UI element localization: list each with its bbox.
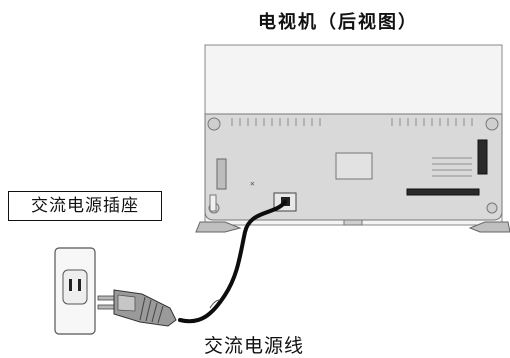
power-cord-icon — [178, 200, 287, 324]
socket-label: 交流电源插座 — [8, 191, 162, 221]
tv-back-icon: ✕ — [195, 44, 510, 233]
power-plug-icon — [97, 289, 177, 327]
wall-outlet-icon — [54, 247, 96, 335]
tv-title: 电视机（后视图） — [258, 12, 418, 33]
cord-label: 交流电源线 — [204, 335, 305, 357]
svg-text:✕: ✕ — [250, 179, 255, 188]
